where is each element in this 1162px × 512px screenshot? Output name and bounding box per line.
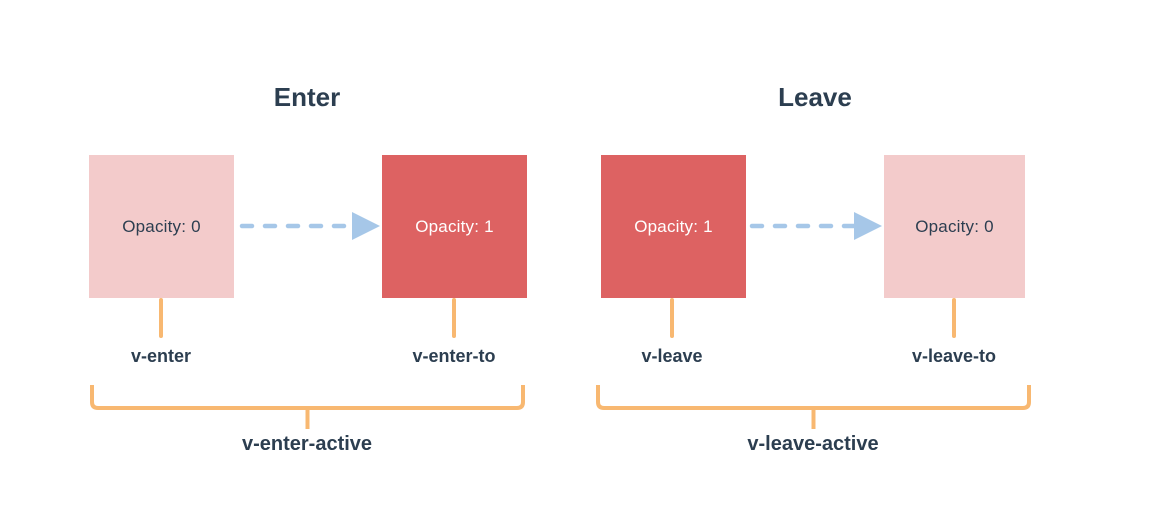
enter-active-class-label: v-enter-active	[241, 433, 373, 455]
enter-to-box-label: Opacity: 1	[415, 216, 494, 236]
leave-dashed-arrow-icon	[749, 212, 882, 240]
enter-to-box: Opacity: 1	[382, 155, 527, 298]
leave-active-bracket	[596, 385, 1031, 429]
leave-to-box-label: Opacity: 0	[915, 216, 994, 236]
leave-from-connector-line	[670, 298, 674, 338]
enter-to-class-label: v-enter-to	[412, 346, 496, 366]
leave-from-box-label: Opacity: 1	[634, 216, 713, 236]
leave-from-box: Opacity: 1	[601, 155, 746, 298]
leave-to-connector-line	[952, 298, 956, 338]
leave-to-box: Opacity: 0	[884, 155, 1025, 298]
leave-section-title: Leave	[778, 82, 852, 112]
enter-from-box-label: Opacity: 0	[122, 216, 201, 236]
enter-from-class-label: v-enter	[130, 346, 192, 366]
enter-from-box: Opacity: 0	[89, 155, 234, 298]
leave-active-class-label: v-leave-active	[747, 433, 879, 455]
enter-active-bracket	[90, 385, 525, 429]
leave-to-class-label: v-leave-to	[911, 346, 997, 366]
enter-from-connector-line	[159, 298, 163, 338]
enter-section-title: Enter	[273, 82, 341, 112]
leave-from-class-label: v-leave	[641, 346, 703, 366]
enter-dashed-arrow-icon	[239, 212, 380, 240]
enter-to-connector-line	[452, 298, 456, 338]
